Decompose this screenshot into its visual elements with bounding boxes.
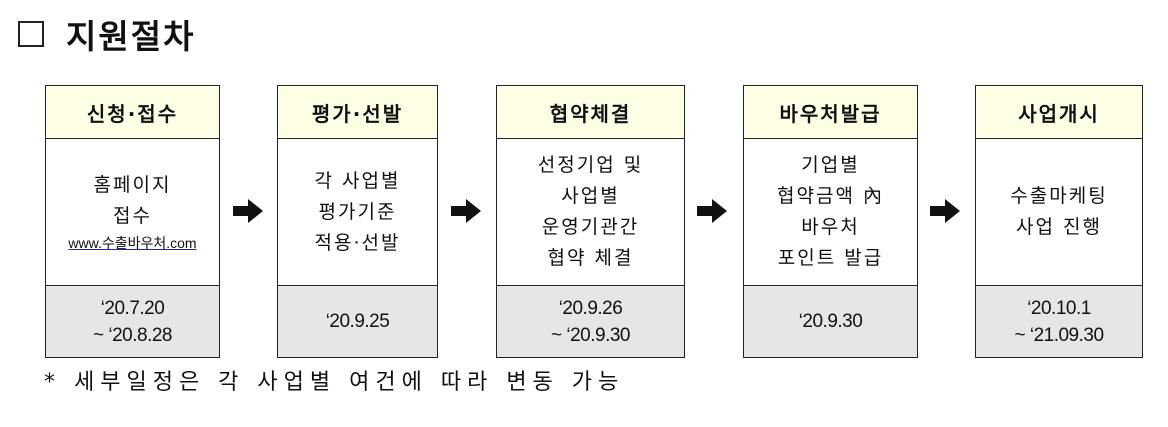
step-description: 기업별 협약금액 內 바우처 포인트 발급	[744, 139, 917, 286]
step-line: 접수	[113, 205, 152, 227]
step-description: 홈페이지 접수 www.수출바우처.com	[46, 139, 219, 286]
date-line: ‘20.9.25	[325, 311, 390, 332]
checkbox-icon	[18, 21, 44, 47]
step-line: 운영기관간	[541, 216, 640, 238]
step-evaluation: 평가·선발 각 사업별 평가기준 적용·선발 ‘20.9.25	[277, 85, 438, 358]
step-line: 기업별	[801, 154, 860, 176]
step-description: 선정기업 및 사업별 운영기관간 협약 체결	[497, 139, 684, 286]
step-date: ‘20.10.1 ~ ‘21.09.30	[976, 286, 1142, 357]
step-line: 사업별	[561, 185, 620, 207]
step-header: 바우처발급	[744, 86, 917, 139]
step-project-start: 사업개시 수출마케팅 사업 진행 ‘20.10.1 ~ ‘21.09.30	[975, 85, 1143, 358]
website-link[interactable]: www.수출바우처.com	[68, 235, 197, 251]
section-title-text: 지원절차	[66, 17, 196, 56]
step-line: 바우처	[801, 216, 860, 238]
footnote: * 세부일정은 각 사업별 여건에 따라 변동 가능	[44, 370, 625, 395]
step-line: 선정기업 및	[537, 154, 644, 176]
date-line: ‘20.7.20	[100, 297, 165, 319]
date-line: ~ ‘20.9.30	[551, 324, 631, 346]
section-title: 지원절차	[18, 12, 195, 56]
step-line: 사업 진행	[1016, 216, 1102, 238]
step-line: 협약 체결	[547, 247, 634, 269]
step-application: 신청·접수 홈페이지 접수 www.수출바우처.com ‘20.7.20 ~ ‘…	[45, 85, 220, 358]
step-header: 사업개시	[976, 86, 1142, 139]
date-line: ~ ‘20.8.28	[93, 324, 173, 346]
date-line: ‘20.9.26	[558, 297, 623, 319]
step-line: 각 사업별	[314, 169, 401, 192]
step-header: 협약체결	[497, 86, 684, 139]
step-header: 평가·선발	[278, 86, 437, 139]
arrow-right-icon	[233, 199, 263, 223]
arrow-right-icon	[697, 199, 727, 223]
arrow-right-icon	[451, 199, 481, 223]
step-date: ‘20.9.26 ~ ‘20.9.30	[497, 286, 684, 357]
step-agreement: 협약체결 선정기업 및 사업별 운영기관간 협약 체결 ‘20.9.26 ~ ‘…	[496, 85, 685, 358]
step-voucher-issue: 바우처발급 기업별 협약금액 內 바우처 포인트 발급 ‘20.9.30	[743, 85, 918, 358]
arrow-right-icon	[930, 199, 960, 223]
step-description: 각 사업별 평가기준 적용·선발	[278, 139, 437, 286]
step-date: ‘20.9.30	[744, 286, 917, 357]
step-line: 적용·선발	[314, 231, 401, 254]
date-line: ‘20.10.1	[1027, 297, 1091, 319]
step-line: 홈페이지	[93, 174, 172, 196]
step-line: 평가기준	[318, 200, 397, 223]
step-line: 포인트 발급	[777, 247, 884, 269]
date-line: ‘20.9.30	[798, 311, 863, 332]
step-header: 신청·접수	[46, 86, 219, 139]
step-date: ‘20.7.20 ~ ‘20.8.28	[46, 286, 219, 357]
step-line: 수출마케팅	[1010, 185, 1108, 207]
step-description: 수출마케팅 사업 진행	[976, 139, 1142, 286]
date-line: ~ ‘21.09.30	[1014, 324, 1104, 346]
step-date: ‘20.9.25	[278, 286, 437, 357]
step-line: 협약금액 內	[777, 185, 884, 207]
